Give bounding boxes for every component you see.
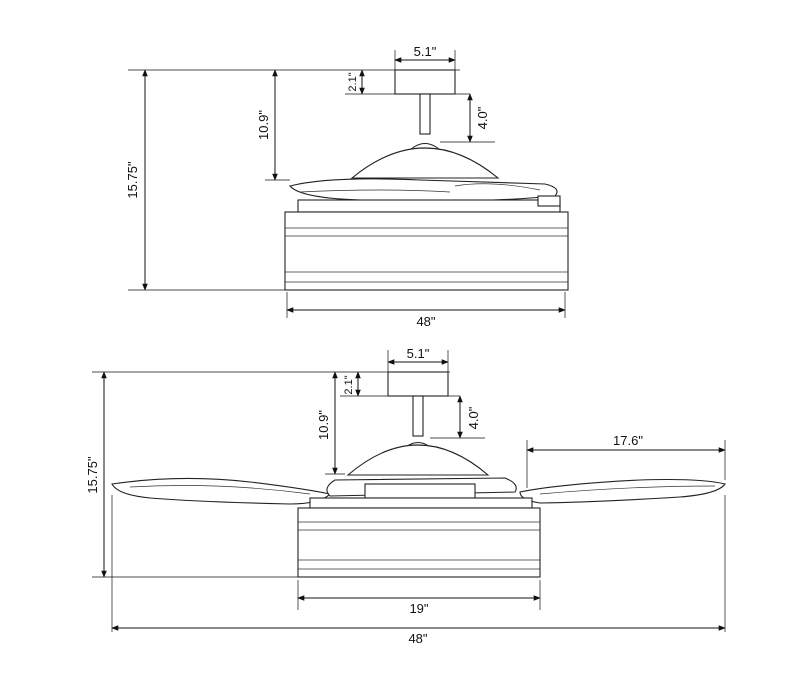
dim-canopy-width: 5.1" bbox=[414, 44, 437, 59]
fan-body-extended bbox=[111, 371, 726, 578]
dim-diameter: 48" bbox=[416, 314, 435, 329]
dim-canopy-height: 2.1" bbox=[347, 72, 359, 91]
dim-canopy-height-extended: 2.1" bbox=[343, 375, 355, 394]
dim-downrod-length: 4.0" bbox=[475, 106, 490, 129]
dim-ceiling-to-blades-extended: 10.9" bbox=[316, 410, 331, 440]
fan-body-retracted bbox=[284, 69, 569, 291]
dim-overall-height-extended: 15.75" bbox=[85, 456, 100, 494]
dim-ceiling-to-blades: 10.9" bbox=[256, 110, 271, 140]
dim-downrod-length-extended: 4.0" bbox=[466, 406, 481, 429]
dim-overall-height: 15.75" bbox=[125, 161, 140, 199]
dim-span: 48" bbox=[408, 631, 427, 646]
extended-fan-view: 5.1" 2.1" 4.0" 10.9" 15.75" 17.6" 19" 48… bbox=[85, 346, 726, 646]
dim-body-width: 19" bbox=[409, 601, 428, 616]
dim-canopy-width-extended: 5.1" bbox=[407, 346, 430, 361]
retracted-fan-view: 5.1" 2.1" 4.0" 10.9" 15.75" 48" bbox=[125, 44, 569, 329]
dim-blade-length: 17.6" bbox=[613, 433, 643, 448]
